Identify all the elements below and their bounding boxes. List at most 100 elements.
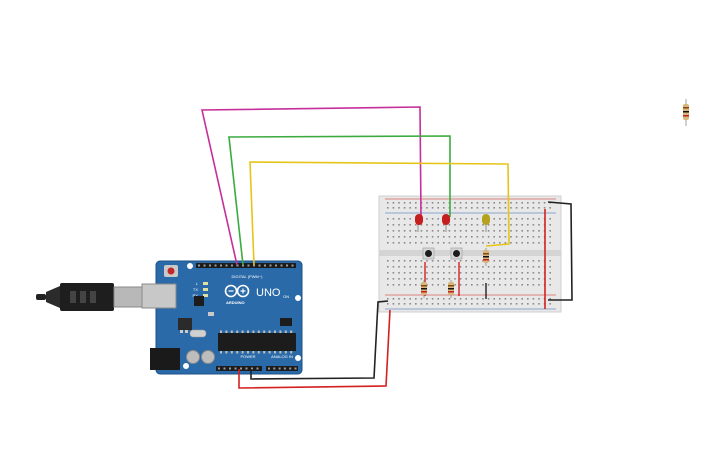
- yellow-led[interactable]: [482, 214, 490, 232]
- breadboard-hole: [392, 303, 395, 305]
- breadboard-hole: [549, 207, 551, 209]
- tx-led-label: TX: [193, 287, 198, 292]
- breadboard-hole: [415, 207, 417, 209]
- resistor[interactable]: [483, 248, 489, 266]
- breadboard-hole: [521, 303, 523, 305]
- breadboard-hole: [415, 260, 417, 262]
- header-pin: [198, 264, 200, 267]
- breadboard-hole: [403, 218, 406, 220]
- breadboard-center-channel: [379, 250, 561, 256]
- header-pin: [251, 367, 253, 370]
- breadboard-hole: [482, 224, 484, 226]
- usb-cable[interactable]: [36, 283, 143, 311]
- breadboard-hole: [549, 236, 551, 238]
- breadboard-hole: [420, 266, 423, 268]
- breadboard-hole: [482, 298, 484, 300]
- breadboard-hole: [448, 224, 451, 226]
- breadboard-hole: [515, 230, 518, 232]
- usb-cable-tail: [36, 294, 46, 300]
- wire-yellow[interactable]: [249, 161, 510, 266]
- breadboard-hole: [549, 298, 551, 300]
- breadboard-hole: [398, 272, 400, 274]
- breadboard-hole: [431, 272, 434, 274]
- breadboard-hole: [543, 202, 546, 204]
- breadboard-hole: [482, 272, 484, 274]
- breadboard-hole: [420, 303, 423, 305]
- header-pin: [242, 264, 244, 267]
- resistor[interactable]: [421, 280, 427, 298]
- breadboard-hole: [527, 224, 529, 226]
- breadboard-hole: [532, 218, 535, 220]
- breadboard-hole: [398, 236, 400, 238]
- breadboard-hole: [532, 230, 535, 232]
- pushbutton[interactable]: [450, 247, 463, 260]
- breadboard-hole: [409, 224, 411, 226]
- header-pin: [294, 367, 297, 370]
- resistor[interactable]: [448, 280, 454, 298]
- breadboard-hole: [454, 303, 456, 305]
- breadboard-hole: [420, 278, 423, 280]
- pushbutton[interactable]: [422, 247, 435, 260]
- breadboard-hole: [532, 242, 535, 244]
- red-led[interactable]: [442, 214, 450, 232]
- breadboard-hole: [420, 236, 423, 238]
- breadboard-hole: [387, 207, 389, 209]
- chip-pin: [284, 351, 287, 354]
- header-pin: [209, 264, 211, 267]
- breadboard-hole: [437, 278, 439, 280]
- breadboard-hole: [454, 202, 456, 204]
- breadboard-hole: [409, 236, 411, 238]
- breadboard-hole: [398, 303, 400, 305]
- breadboard-hole: [398, 230, 400, 232]
- resistor-loose[interactable]: [683, 99, 689, 126]
- breadboard-hole: [459, 202, 462, 204]
- wire-green[interactable]: [228, 135, 451, 266]
- breadboard-hole: [454, 260, 456, 262]
- capacitor: [201, 350, 215, 364]
- wire-magenta[interactable]: [201, 106, 422, 266]
- wire-ground[interactable]: [250, 300, 389, 380]
- breadboard-hole: [448, 230, 451, 232]
- arduino-uno[interactable]: DIGITAL (PWM~) L TX RX UNO ARDUINO ON: [141, 260, 303, 375]
- breadboard-hole: [443, 266, 445, 268]
- header-pin: [225, 264, 228, 267]
- header-pin: [269, 264, 272, 267]
- breadboard-hole: [549, 278, 551, 280]
- breadboard-hole: [465, 202, 467, 204]
- breadboard-hole: [476, 207, 479, 209]
- breadboard-hole: [420, 298, 423, 300]
- header-pin: [223, 367, 226, 370]
- breadboard-hole: [431, 230, 434, 232]
- breadboard-hole: [499, 207, 501, 209]
- breadboard-hole: [510, 298, 512, 300]
- breadboard-hole: [426, 230, 428, 232]
- breadboard-hole: [532, 284, 535, 286]
- header-pin: [273, 367, 276, 370]
- breadboard-hole: [510, 236, 512, 238]
- wire-rail-ground-jumper[interactable]: [547, 201, 573, 301]
- header-pin: [229, 367, 231, 370]
- breadboard[interactable]: [378, 195, 562, 313]
- chip-pin: [284, 330, 287, 333]
- breadboard-hole: [515, 224, 518, 226]
- breadboard-hole: [521, 236, 523, 238]
- breadboard-hole: [521, 260, 523, 262]
- breadboard-hole: [510, 202, 512, 204]
- breadboard-hole: [465, 224, 467, 226]
- breadboard-hole: [420, 272, 423, 274]
- breadboard-hole: [415, 202, 417, 204]
- breadboard-hole: [510, 224, 512, 226]
- breadboard-hole: [398, 284, 400, 286]
- breadboard-hole: [538, 266, 540, 268]
- breadboard-hole: [510, 230, 512, 232]
- wire-power[interactable]: [238, 309, 391, 389]
- breadboard-hole: [532, 266, 535, 268]
- chip-pin: [241, 330, 244, 333]
- breadboard-hole: [409, 272, 411, 274]
- red-led[interactable]: [415, 214, 423, 232]
- power-jack: [150, 348, 180, 370]
- breadboard-hole: [465, 236, 467, 238]
- chip-pin: [220, 330, 222, 333]
- breadboard-hole: [510, 207, 512, 209]
- wires: [201, 106, 573, 389]
